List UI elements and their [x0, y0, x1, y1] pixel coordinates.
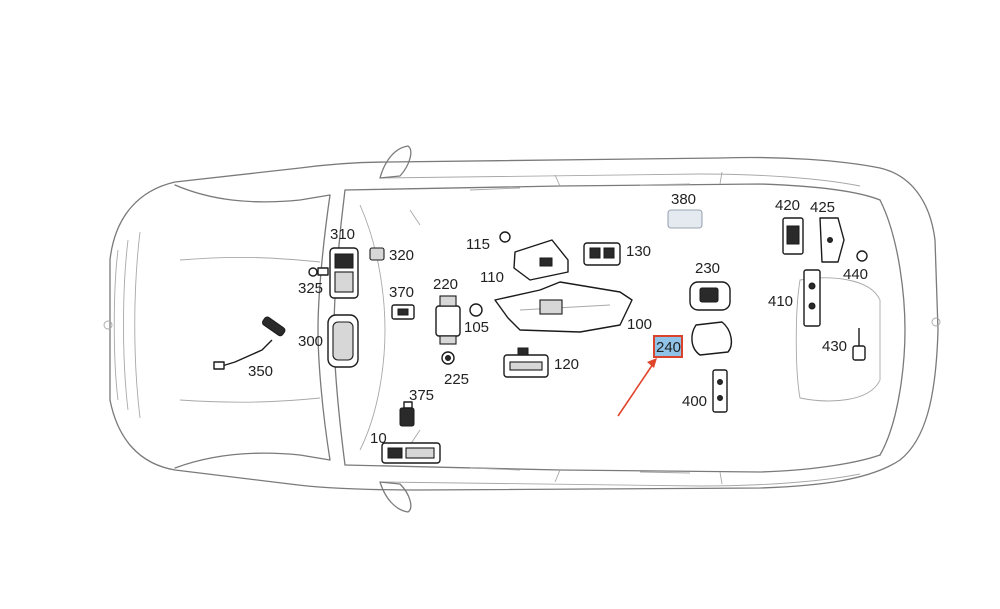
car-body-outline: [103, 145, 941, 513]
label-300: 300: [298, 333, 323, 350]
label-105: 105: [464, 319, 489, 336]
part-325: [308, 267, 329, 277]
part-110: [513, 239, 569, 281]
label-320: 320: [389, 247, 414, 264]
label-440: 440: [843, 266, 868, 283]
label-420: 420: [775, 197, 800, 214]
label-400: 400: [682, 393, 707, 410]
part-240: [691, 321, 733, 356]
part-410: [803, 269, 821, 327]
part-310: [329, 247, 359, 299]
highlight-box-240[interactable]: [653, 335, 683, 358]
label-120: 120: [554, 356, 579, 373]
part-350: [213, 316, 286, 370]
label-425: 425: [810, 199, 835, 216]
highlight-arrow: [617, 358, 657, 417]
label-100: 100: [627, 316, 652, 333]
part-105: [469, 303, 483, 317]
label-370: 370: [389, 284, 414, 301]
part-420: [782, 217, 804, 255]
label-130: 130: [626, 243, 651, 260]
part-100: [494, 281, 633, 333]
part-320: [369, 247, 385, 261]
label-430: 430: [822, 338, 847, 355]
part-220: [435, 295, 461, 345]
part-370: [391, 304, 415, 320]
part-430: [852, 328, 866, 361]
label-220: 220: [433, 276, 458, 293]
part-440: [856, 250, 868, 262]
label-240[interactable]: 240: [656, 339, 681, 356]
part-labels: 310 320 325 300 350 370 220 105 225 375 …: [248, 191, 868, 447]
label-380: 380: [671, 191, 696, 208]
label-110: 110: [480, 269, 504, 286]
component-parts: [213, 209, 868, 464]
label-410: 410: [768, 293, 793, 310]
part-10: [381, 442, 441, 464]
label-350: 350: [248, 363, 273, 380]
label-10: 10: [370, 430, 387, 447]
part-300: [327, 314, 359, 368]
label-225: 225: [444, 371, 469, 388]
part-225: [441, 351, 455, 365]
label-115: 115: [466, 236, 490, 253]
part-120: [503, 347, 549, 378]
part-400: [712, 369, 728, 413]
part-130: [583, 242, 621, 266]
part-425: [819, 217, 845, 263]
label-310: 310: [330, 226, 355, 243]
label-325: 325: [298, 280, 323, 297]
part-115: [499, 231, 511, 243]
part-375: [399, 401, 415, 427]
label-230: 230: [695, 260, 720, 277]
part-230: [689, 281, 731, 311]
part-380: [667, 209, 703, 229]
label-375: 375: [409, 387, 434, 404]
